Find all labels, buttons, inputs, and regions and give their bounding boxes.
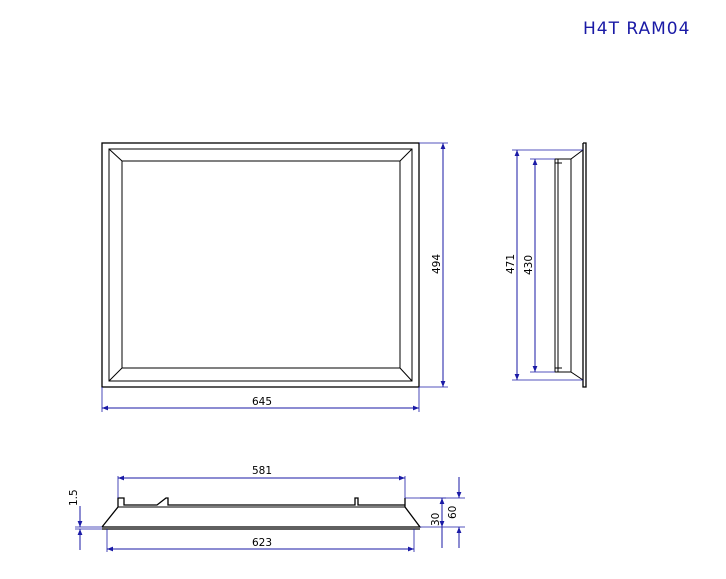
front-frame-edge — [108, 148, 413, 382]
side-front-plate — [582, 142, 587, 388]
bottom-top-width-label: 581 — [252, 465, 272, 477]
side-inner-height-label: 430 — [523, 255, 535, 275]
front-corner-bl — [108, 367, 123, 382]
drawing-code: H4T RAM04 — [583, 19, 690, 39]
side-view: 471 430 — [505, 142, 587, 388]
side-outer-height-label: 471 — [505, 254, 517, 274]
front-corner-tr — [399, 148, 413, 162]
bottom-base-width-label: 623 — [252, 537, 272, 549]
bottom-profile-outline — [101, 497, 422, 528]
front-width-label: 645 — [252, 396, 272, 408]
front-outer-frame — [101, 142, 420, 388]
bottom-total-label: 60 — [447, 506, 459, 519]
bottom-view: 581 623 1.5 30 60 — [68, 465, 465, 552]
side-flange-profile — [570, 149, 584, 381]
front-corner-tl — [108, 148, 123, 162]
front-height-label: 494 — [431, 254, 443, 274]
bottom-lip-label: 30 — [430, 513, 442, 526]
front-panel-opening — [121, 160, 401, 369]
front-view: 645 494 — [101, 142, 448, 412]
side-body — [554, 158, 572, 373]
bottom-thickness-label: 1.5 — [68, 489, 80, 506]
front-corner-br — [399, 367, 413, 382]
